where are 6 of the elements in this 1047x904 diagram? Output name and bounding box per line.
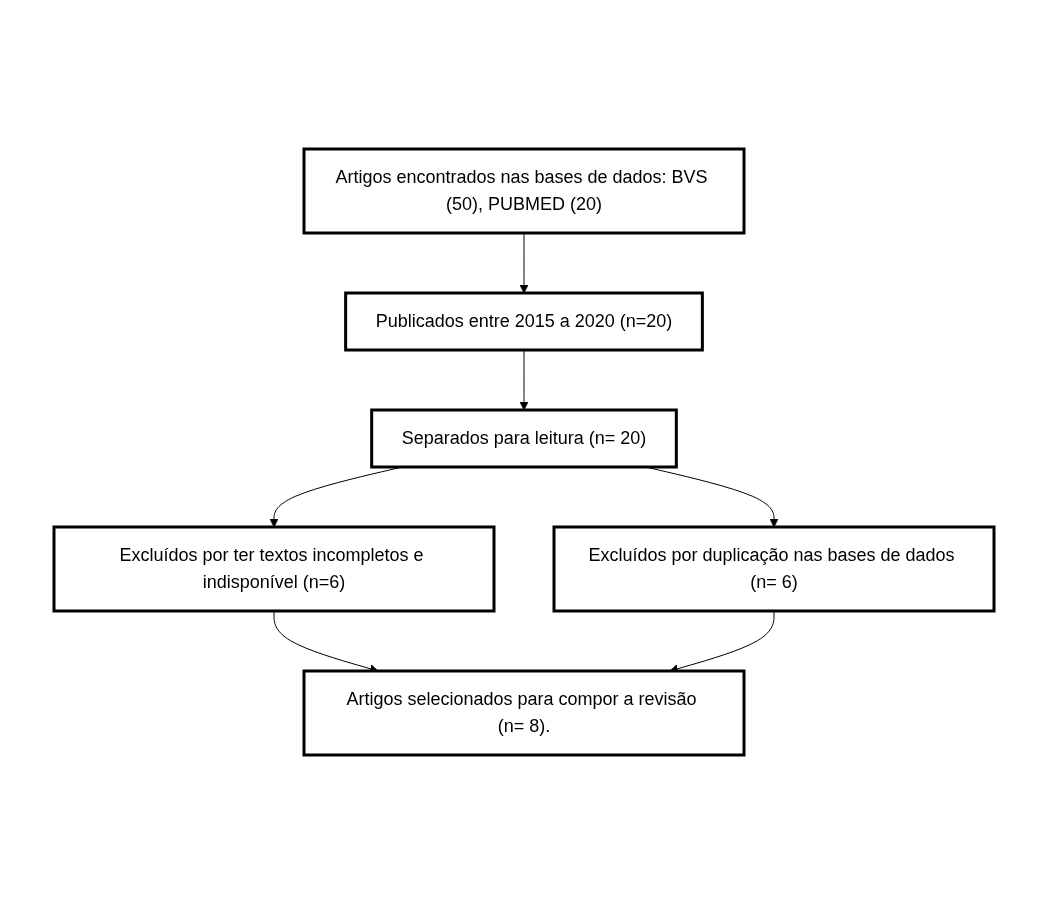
- node-box: Excluídos por duplicação nas bases de dados (n= 6): [552, 525, 995, 613]
- node-box: Artigos encontrados nas bases de dados: BVS (50), PUBMED (20): [302, 147, 745, 235]
- node-box: Separados para leitura (n= 20): [369, 408, 678, 469]
- node-box: Artigos selecionados para compor a revisão (n= 8).: [302, 669, 745, 757]
- node-box: Excluídos por ter textos incompletos e indisponível (n=6): [52, 525, 495, 613]
- node-box: Publicados entre 2015 a 2020 (n=20): [343, 291, 704, 352]
